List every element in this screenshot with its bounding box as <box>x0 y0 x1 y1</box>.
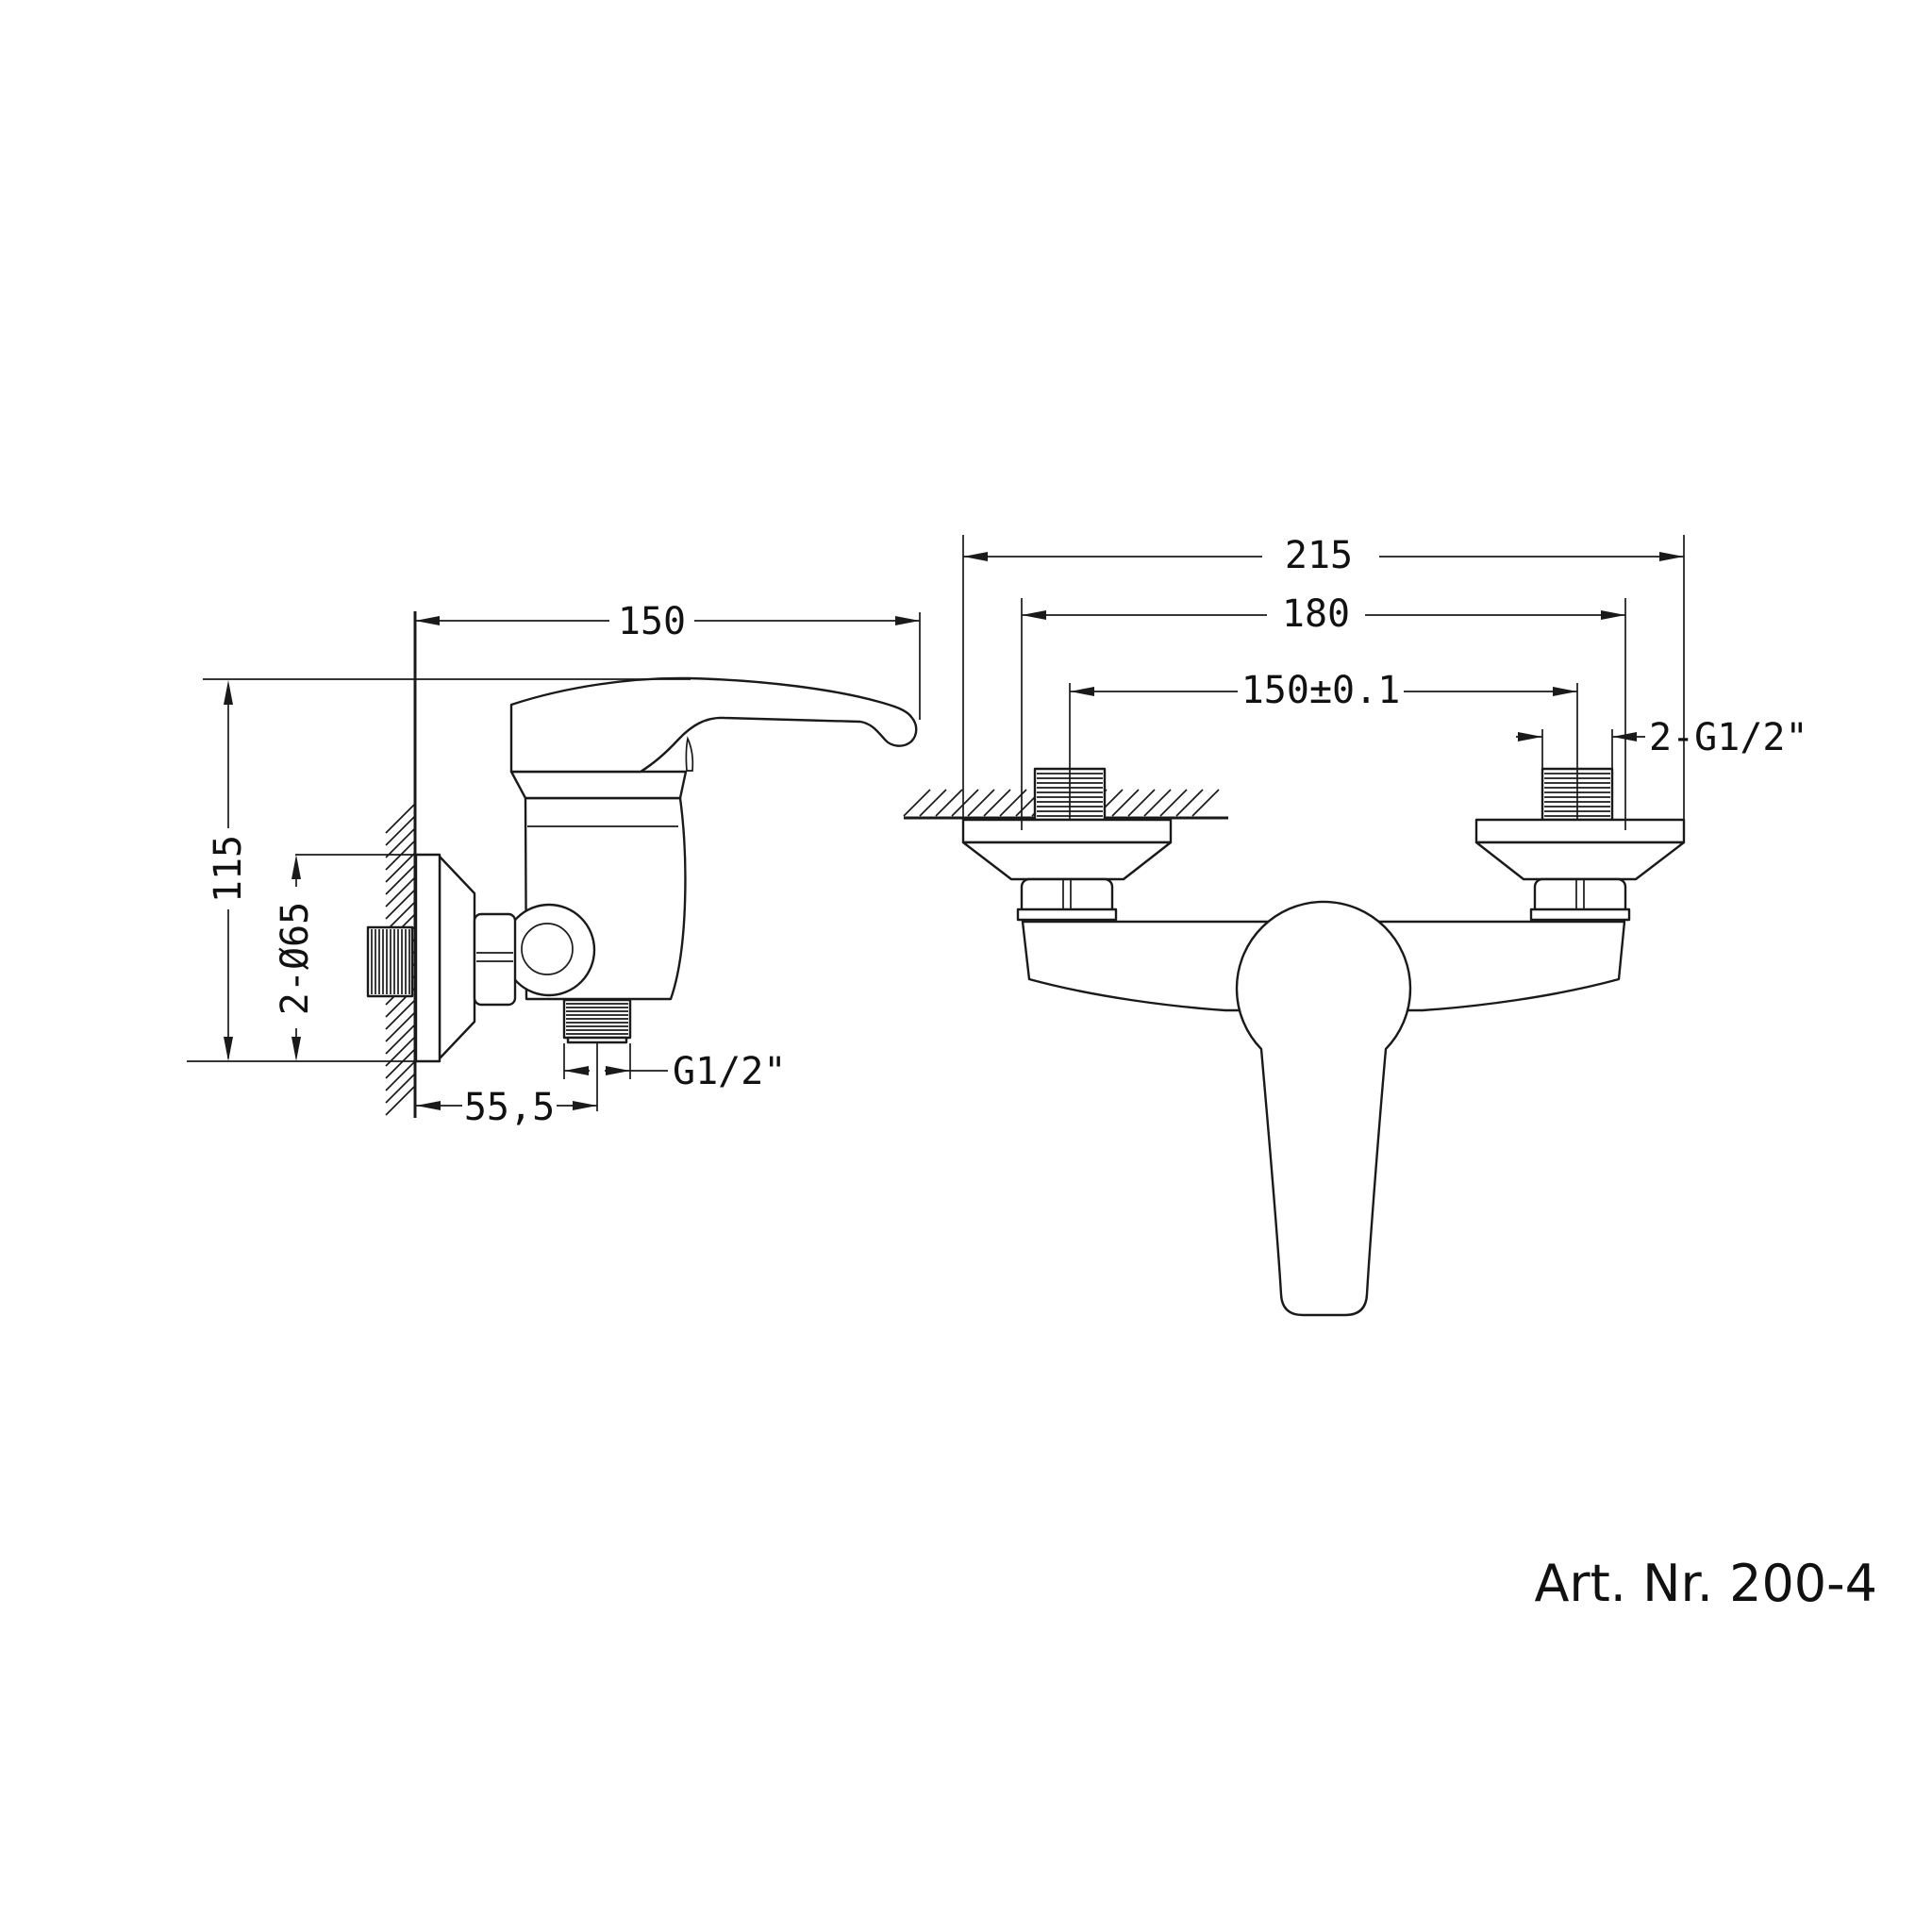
side-valve-ring <box>502 903 596 997</box>
front-extension-lines <box>962 535 1685 830</box>
side-extension-lines <box>187 612 921 1111</box>
front-view: 215 180 150±0.1 2-G1/2" <box>903 534 1808 1317</box>
front-right-flange <box>1474 818 1686 922</box>
front-handle <box>1235 900 1412 1317</box>
dim-front-overall-label: 215 <box>1285 534 1353 577</box>
dim-side-height-label: 115 <box>207 835 250 903</box>
side-union-nut <box>473 912 517 1007</box>
dim-front-centers-label: 150±0.1 <box>1241 669 1401 712</box>
side-lever-detail <box>685 736 694 772</box>
side-handle-cap <box>509 770 688 800</box>
side-inlet-thread <box>366 925 414 998</box>
dim-side-height: 115 <box>207 680 250 1061</box>
front-left-flange <box>961 818 1173 922</box>
dim-front-body: 180 <box>1022 592 1625 636</box>
side-wall-flange <box>414 853 441 1063</box>
side-outlet-thread <box>562 998 632 1044</box>
dim-side-outlet-label: G1/2" <box>673 1050 786 1093</box>
dim-side-flange-label: 2-Ø65 <box>274 902 317 1015</box>
side-eccentric-cone <box>438 855 476 1060</box>
dim-front-centers: 150±0.1 <box>1070 669 1577 712</box>
side-handle-lever <box>509 676 918 774</box>
side-wall-hatch <box>385 611 417 1118</box>
dim-side-width-label: 150 <box>618 600 686 643</box>
dim-side-flange: 2-Ø65 <box>274 855 317 1061</box>
dim-side-outlet: G1/2" <box>564 1050 786 1093</box>
dim-front-connections: 2-G1/2" <box>1516 716 1808 759</box>
dim-side-width: 150 <box>415 600 920 643</box>
side-view: 150 115 2-Ø65 55,5 G1/2" <box>187 600 921 1129</box>
dim-front-overall: 215 <box>963 534 1684 577</box>
dim-side-depth-label: 55,5 <box>464 1086 555 1129</box>
dim-front-body-label: 180 <box>1282 592 1350 636</box>
art-number: Art. Nr. 200-4 <box>1534 1554 1877 1613</box>
dim-front-connections-label: 2-G1/2" <box>1649 716 1808 759</box>
dim-side-depth: 55,5 <box>416 1086 597 1129</box>
